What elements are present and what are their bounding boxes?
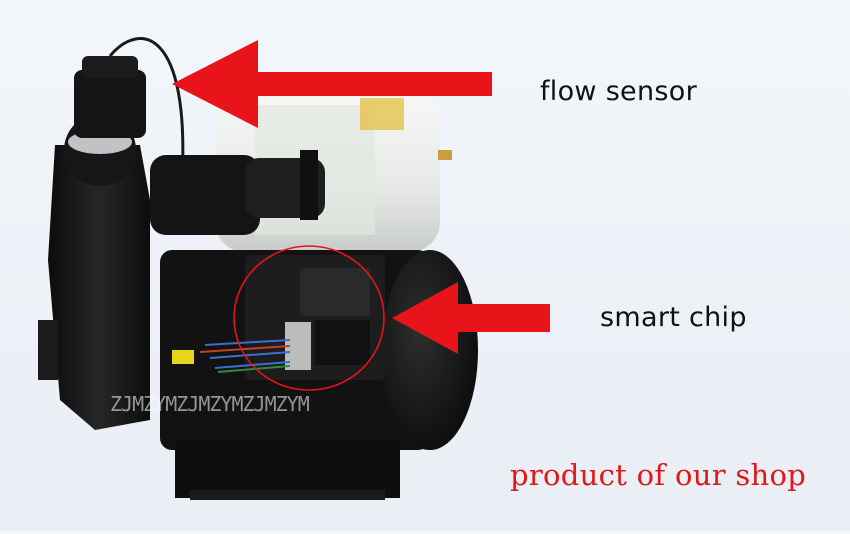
arrow-smart-chip [392, 282, 550, 354]
smart-chip-label: smart chip [600, 302, 747, 333]
arrow-flow-sensor [172, 40, 492, 128]
control-box [172, 245, 385, 391]
shop-caption: product of our shop [510, 458, 807, 492]
outlet-connector [150, 150, 325, 235]
pump-head [38, 114, 150, 430]
watermark-text: ZJMZYMZJMZYMZJMZYM [110, 392, 310, 416]
flow-sensor-label: flow sensor [540, 76, 697, 107]
flow-sensor-part [74, 37, 185, 181]
